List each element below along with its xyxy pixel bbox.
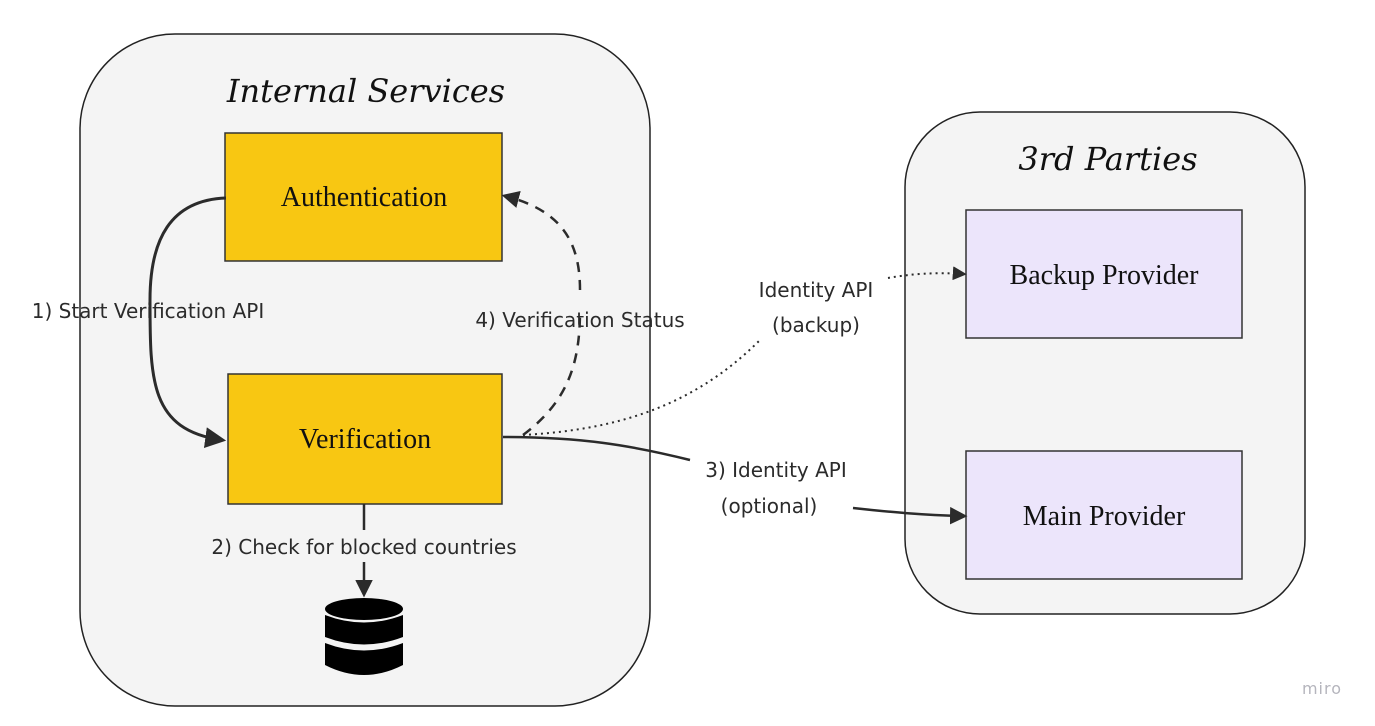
identity-backup-label-line1: Identity API [759, 278, 874, 302]
identity-backup-arrow-part1[interactable] [522, 339, 761, 436]
identity-backup-label-line2: (backup) [772, 313, 860, 337]
verification-box[interactable] [227, 373, 503, 505]
internal-services-title: Internal Services [226, 72, 505, 110]
backup-provider-box[interactable] [965, 209, 1243, 339]
identity-optional-label-line1: 3) Identity API [705, 458, 847, 482]
verification-status-arrow[interactable] [505, 196, 582, 437]
verification-status-label: 4) Verification Status [475, 308, 684, 332]
main-provider-box[interactable] [965, 450, 1243, 580]
database-icon[interactable] [325, 598, 403, 675]
third-parties-title: 3rd Parties [1018, 140, 1197, 178]
verification-label: Verification [299, 424, 431, 455]
identity-optional-label-line2: (optional) [721, 494, 818, 518]
authentication-label: Authentication [281, 182, 447, 213]
identity-optional-arrow-part2[interactable] [852, 506, 968, 525]
main-provider-label: Main Provider [1023, 501, 1186, 532]
miro-watermark: miro [1302, 679, 1342, 698]
start-verification-label: 1) Start Verification API [32, 299, 264, 323]
authentication-box[interactable] [224, 132, 503, 262]
identity-backup-arrow-part2[interactable] [887, 266, 967, 281]
identity-optional-arrow-part1[interactable] [502, 435, 691, 462]
check-blocked-label: 2) Check for blocked countries [211, 535, 516, 559]
start-verification-arrow[interactable] [148, 196, 227, 449]
backup-provider-label: Backup Provider [1010, 260, 1200, 291]
